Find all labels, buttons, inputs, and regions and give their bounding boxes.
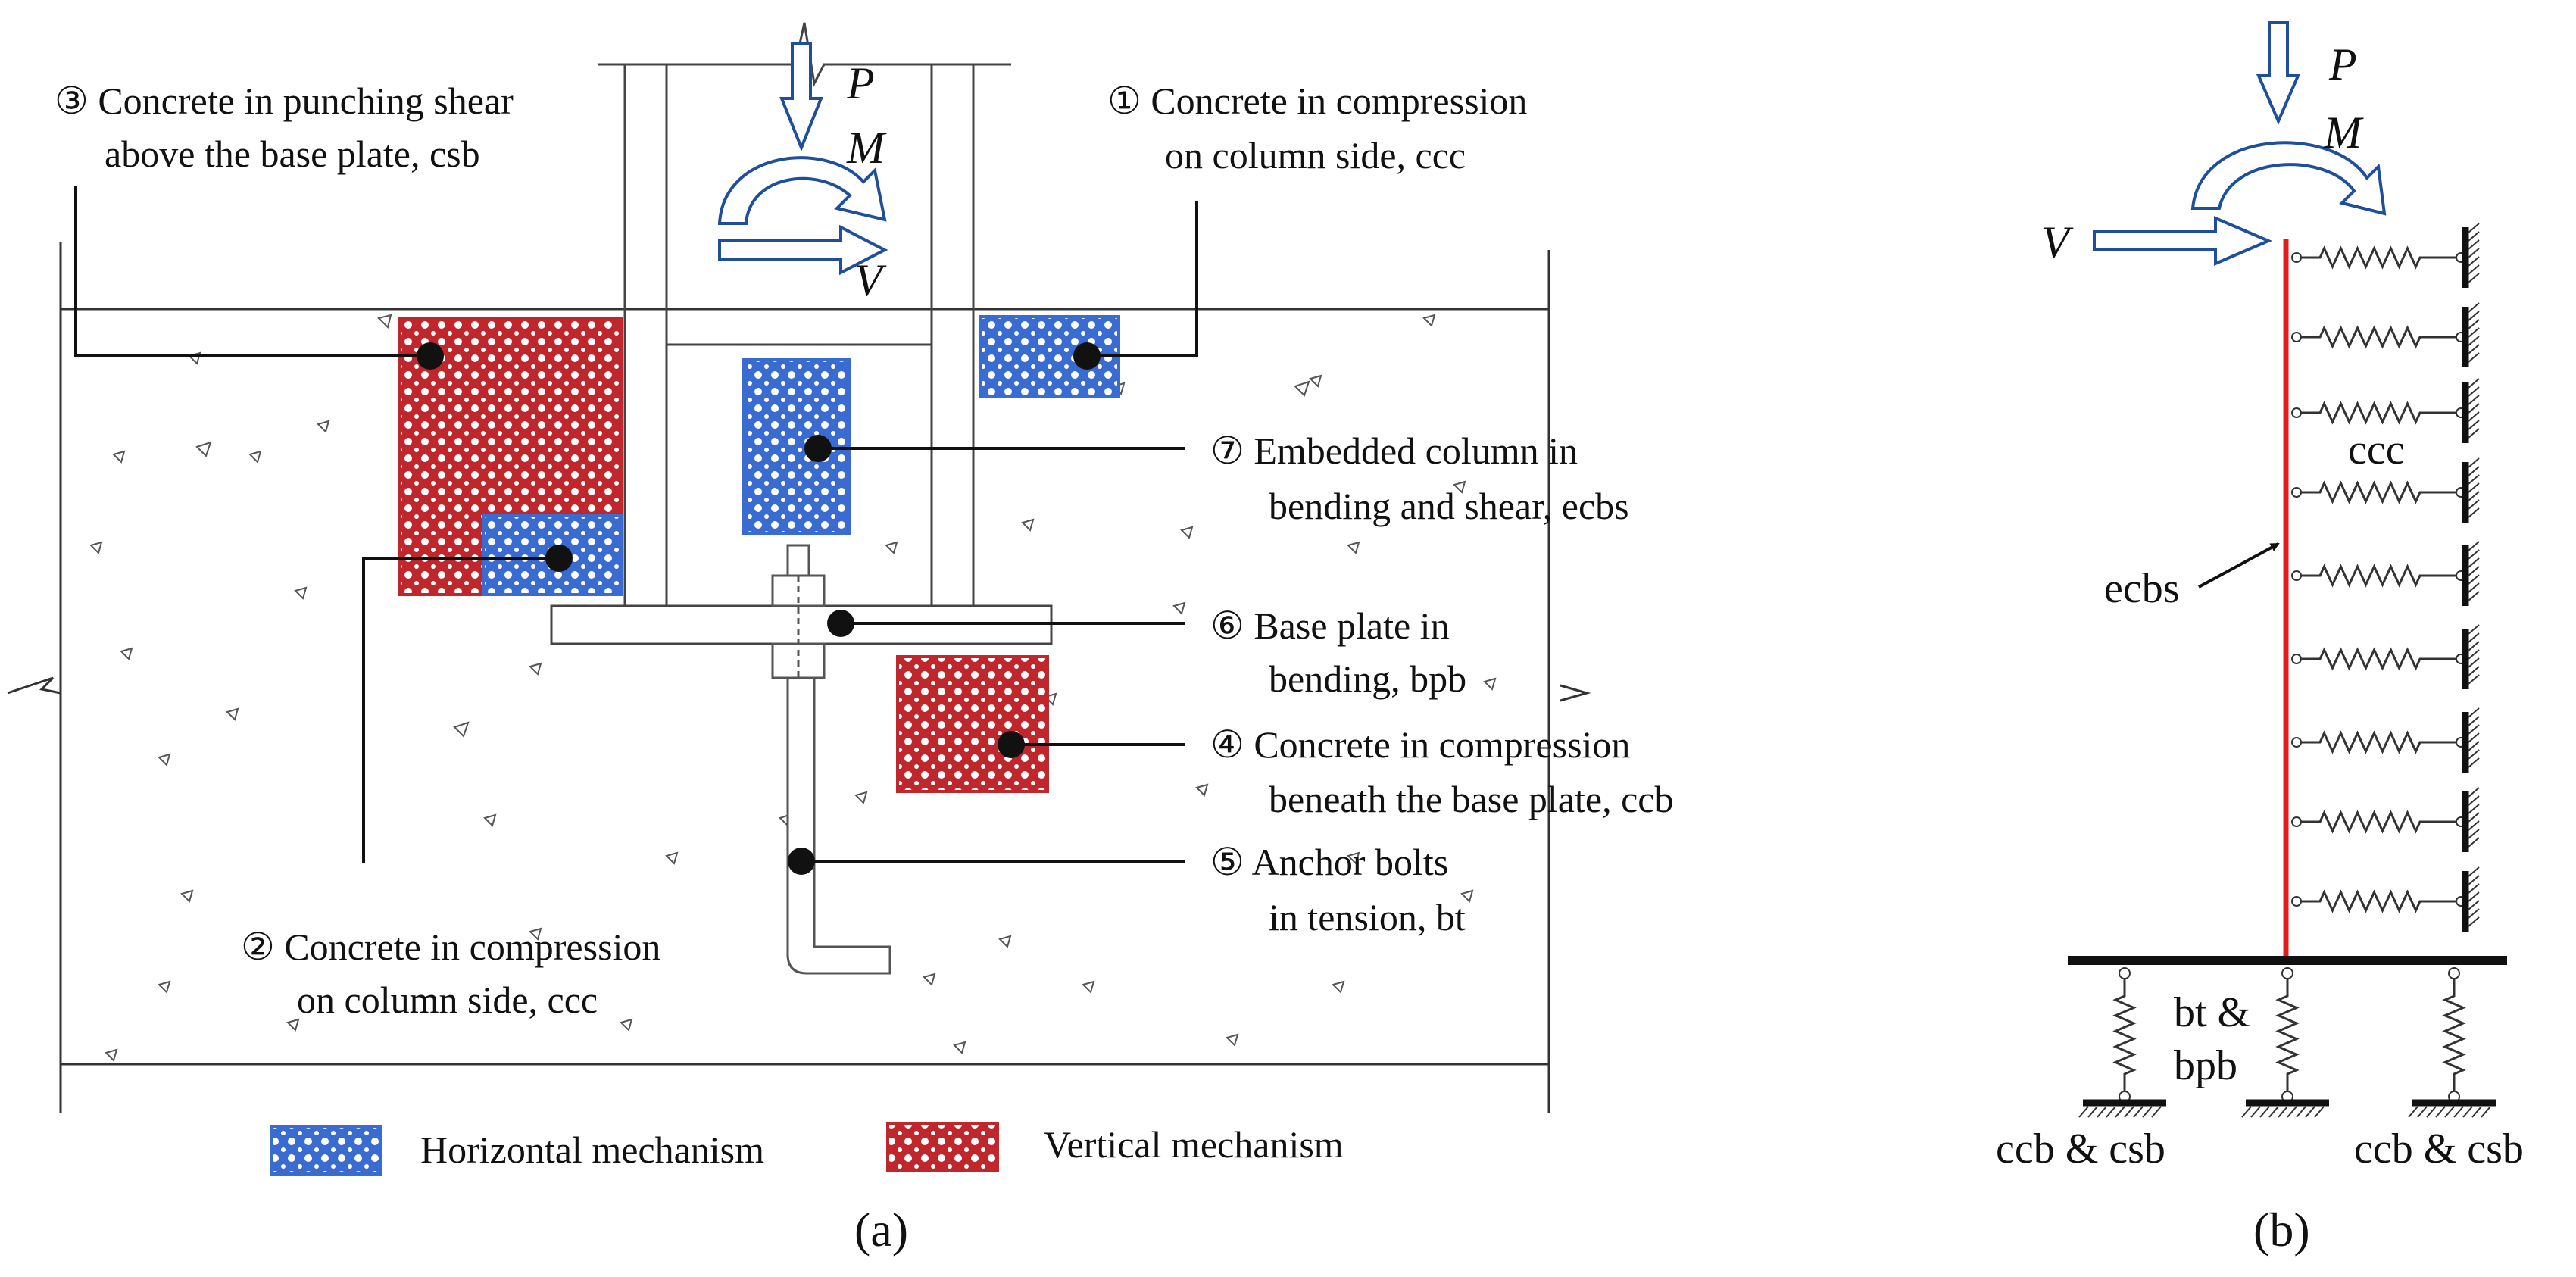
label-support-right: ccb & csb [2354,1126,2524,1172]
ground-support [2241,1099,2329,1118]
spring-pin [2291,407,2302,418]
callout-1-line2: on column side, ccc [1165,134,1466,176]
fixed-support [2462,624,2480,689]
axial-load-arrow-b [2256,21,2301,126]
fixed-support [2462,223,2480,288]
label-support-left: ccb & csb [1996,1126,2165,1172]
vertical-spring [2275,979,2300,1091]
callout-7-line2: bending and shear, ecbs [1269,485,1629,527]
lateral-spring [2301,889,2456,913]
label-bpb: bpb [2174,1042,2237,1089]
load-label-p-b: P [2328,39,2357,89]
label-ecbs: ecbs [2104,565,2180,612]
load-arrows-b [2093,21,2387,267]
panel-a: P M V ③ Concrete in punching shear above… [7,22,1673,1257]
callout-2-line1: ② Concrete in compression [241,926,660,968]
load-label-p: P [846,58,875,108]
legend-horizontal-label: Horizontal mechanism [420,1129,764,1171]
callout-3-line2: above the base plate, csb [105,133,480,175]
lateral-spring [2301,647,2456,671]
axial-load-arrow [779,42,823,152]
callout-2-line2: on column side, ccc [297,979,598,1021]
leader-dots [417,342,1101,875]
spring-pin [2291,737,2302,748]
anchor-bolt [771,544,891,975]
fixed-support [2462,457,2480,523]
caption-b: (b) [2253,1203,2310,1257]
vertical-spring [2442,979,2466,1091]
callout-3-line1: ③ Concrete in punching shear [55,80,514,122]
legend-vertical-swatch [886,1122,999,1172]
leader-lines [74,186,1198,863]
panel-b: P M V ccc ecbs bt & bpb ccb & csb ccb & … [1996,21,2524,1257]
concrete-block [7,242,1591,1113]
shear-load-arrow [718,224,888,276]
label-bt: bt & [2174,989,2250,1036]
lateral-spring [2301,564,2456,588]
callout-6-line1: ⑥ Base plate in [1210,604,1450,647]
callout-6-line2: bending, bpb [1269,657,1466,700]
spring-pin [2281,967,2293,979]
spring-pin [2448,967,2460,979]
shear-load-arrow-b [2093,215,2273,267]
load-label-v-b: V [2041,217,2074,267]
spring-pin [2291,570,2302,581]
lateral-spring [2301,480,2456,504]
region-4-vertical [896,655,1049,793]
callout-1-line1: ① Concrete in compression [1107,80,1527,122]
legend-horizontal-swatch [270,1125,382,1176]
legend: Horizontal mechanism Vertical mechanism [270,1122,1344,1176]
lateral-springs [2291,245,2466,913]
legend-vertical-label: Vertical mechanism [1044,1123,1344,1166]
fixed-support [2462,787,2480,852]
spring-pin [2119,967,2131,979]
moment-arrow [717,156,887,225]
label-ccc: ccc [2348,426,2405,473]
load-label-m: M [846,123,887,173]
fixed-support [2462,541,2480,606]
fixed-support [2462,707,2480,773]
lateral-spring [2301,730,2456,754]
lateral-spring [2301,401,2456,425]
fixed-support [2462,378,2480,443]
lateral-supports [2462,223,2480,932]
spring-pin [2291,816,2302,827]
spring-pin [2291,654,2302,664]
ground-support [2078,1099,2166,1118]
lateral-spring [2301,325,2456,349]
fixed-support [2462,866,2480,932]
spring-pin [2291,487,2302,498]
callout-7-line1: ⑦ Embedded column in [1210,429,1578,472]
callout-4-line1: ④ Concrete in compression [1210,723,1630,766]
lateral-spring [2301,245,2456,270]
moment-arrow-b [2190,141,2387,216]
ground-support [2408,1099,2496,1118]
spring-pin [2291,896,2302,907]
spring-pin [2291,252,2302,263]
spring-pin [2291,332,2302,342]
caption-a: (a) [854,1203,908,1257]
fixed-support [2462,302,2480,367]
load-label-v: V [854,255,887,305]
vertical-spring [2112,979,2137,1091]
ecbs-pointer [2198,542,2280,589]
load-arrows-a [717,42,888,276]
callout-5-line1: ⑤ Anchor bolts [1210,841,1448,883]
callout-4-line2: beneath the base plate, ccb [1269,778,1673,820]
lateral-spring [2301,810,2456,834]
load-label-m-b: M [2323,108,2364,158]
callout-5-line2: in tension, bt [1269,896,1466,938]
vertical-springs [2112,967,2466,1103]
vertical-supports [2078,1099,2496,1118]
